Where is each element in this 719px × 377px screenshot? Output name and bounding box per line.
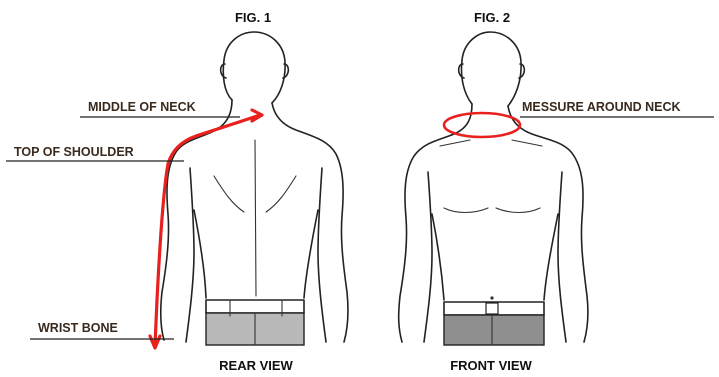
fig1-title: FIG. 1 [235, 10, 271, 25]
top-of-shoulder-label: TOP OF SHOULDER [14, 145, 134, 159]
front-right-pec [496, 208, 540, 213]
front-right-torso [544, 214, 558, 300]
rear-belt [206, 300, 304, 313]
front-pants [444, 315, 544, 345]
front-left-inner-arm [424, 172, 432, 342]
rear-left-torso [194, 210, 206, 298]
front-left-torso [432, 214, 444, 300]
front-navel [490, 296, 493, 299]
rear-left-inner-arm [186, 168, 194, 342]
rear-left-shoulder-blade [214, 176, 244, 212]
wrist-bone-label: WRIST BONE [38, 321, 118, 335]
rear-view-body [161, 32, 348, 345]
neck-measure-ring [444, 113, 520, 137]
rear-right-shoulder-blade [266, 176, 296, 212]
fig2-title: FIG. 2 [474, 10, 510, 25]
front-belt-buckle [486, 303, 498, 314]
fig1-view-label: REAR VIEW [219, 358, 293, 373]
rear-right-inner-arm [318, 168, 326, 342]
fig2-view-label: FRONT VIEW [450, 358, 532, 373]
front-right-inner-arm [558, 172, 566, 342]
middle-of-neck-label: MIDDLE OF NECK [88, 100, 196, 114]
rear-right-torso [304, 210, 318, 298]
front-left-pec [444, 208, 488, 213]
front-right-collarbone [512, 140, 542, 146]
fig2-group: FIG. 2 ME [399, 10, 714, 373]
measure-around-neck-label: MESSURE AROUND NECK [522, 100, 681, 114]
front-head-outline [461, 32, 521, 106]
front-view-body [399, 32, 588, 345]
fig1-group: FIG. 1 [6, 10, 348, 373]
front-left-collarbone [440, 140, 470, 146]
rear-spine [255, 140, 256, 296]
rear-head-outline [223, 32, 285, 103]
